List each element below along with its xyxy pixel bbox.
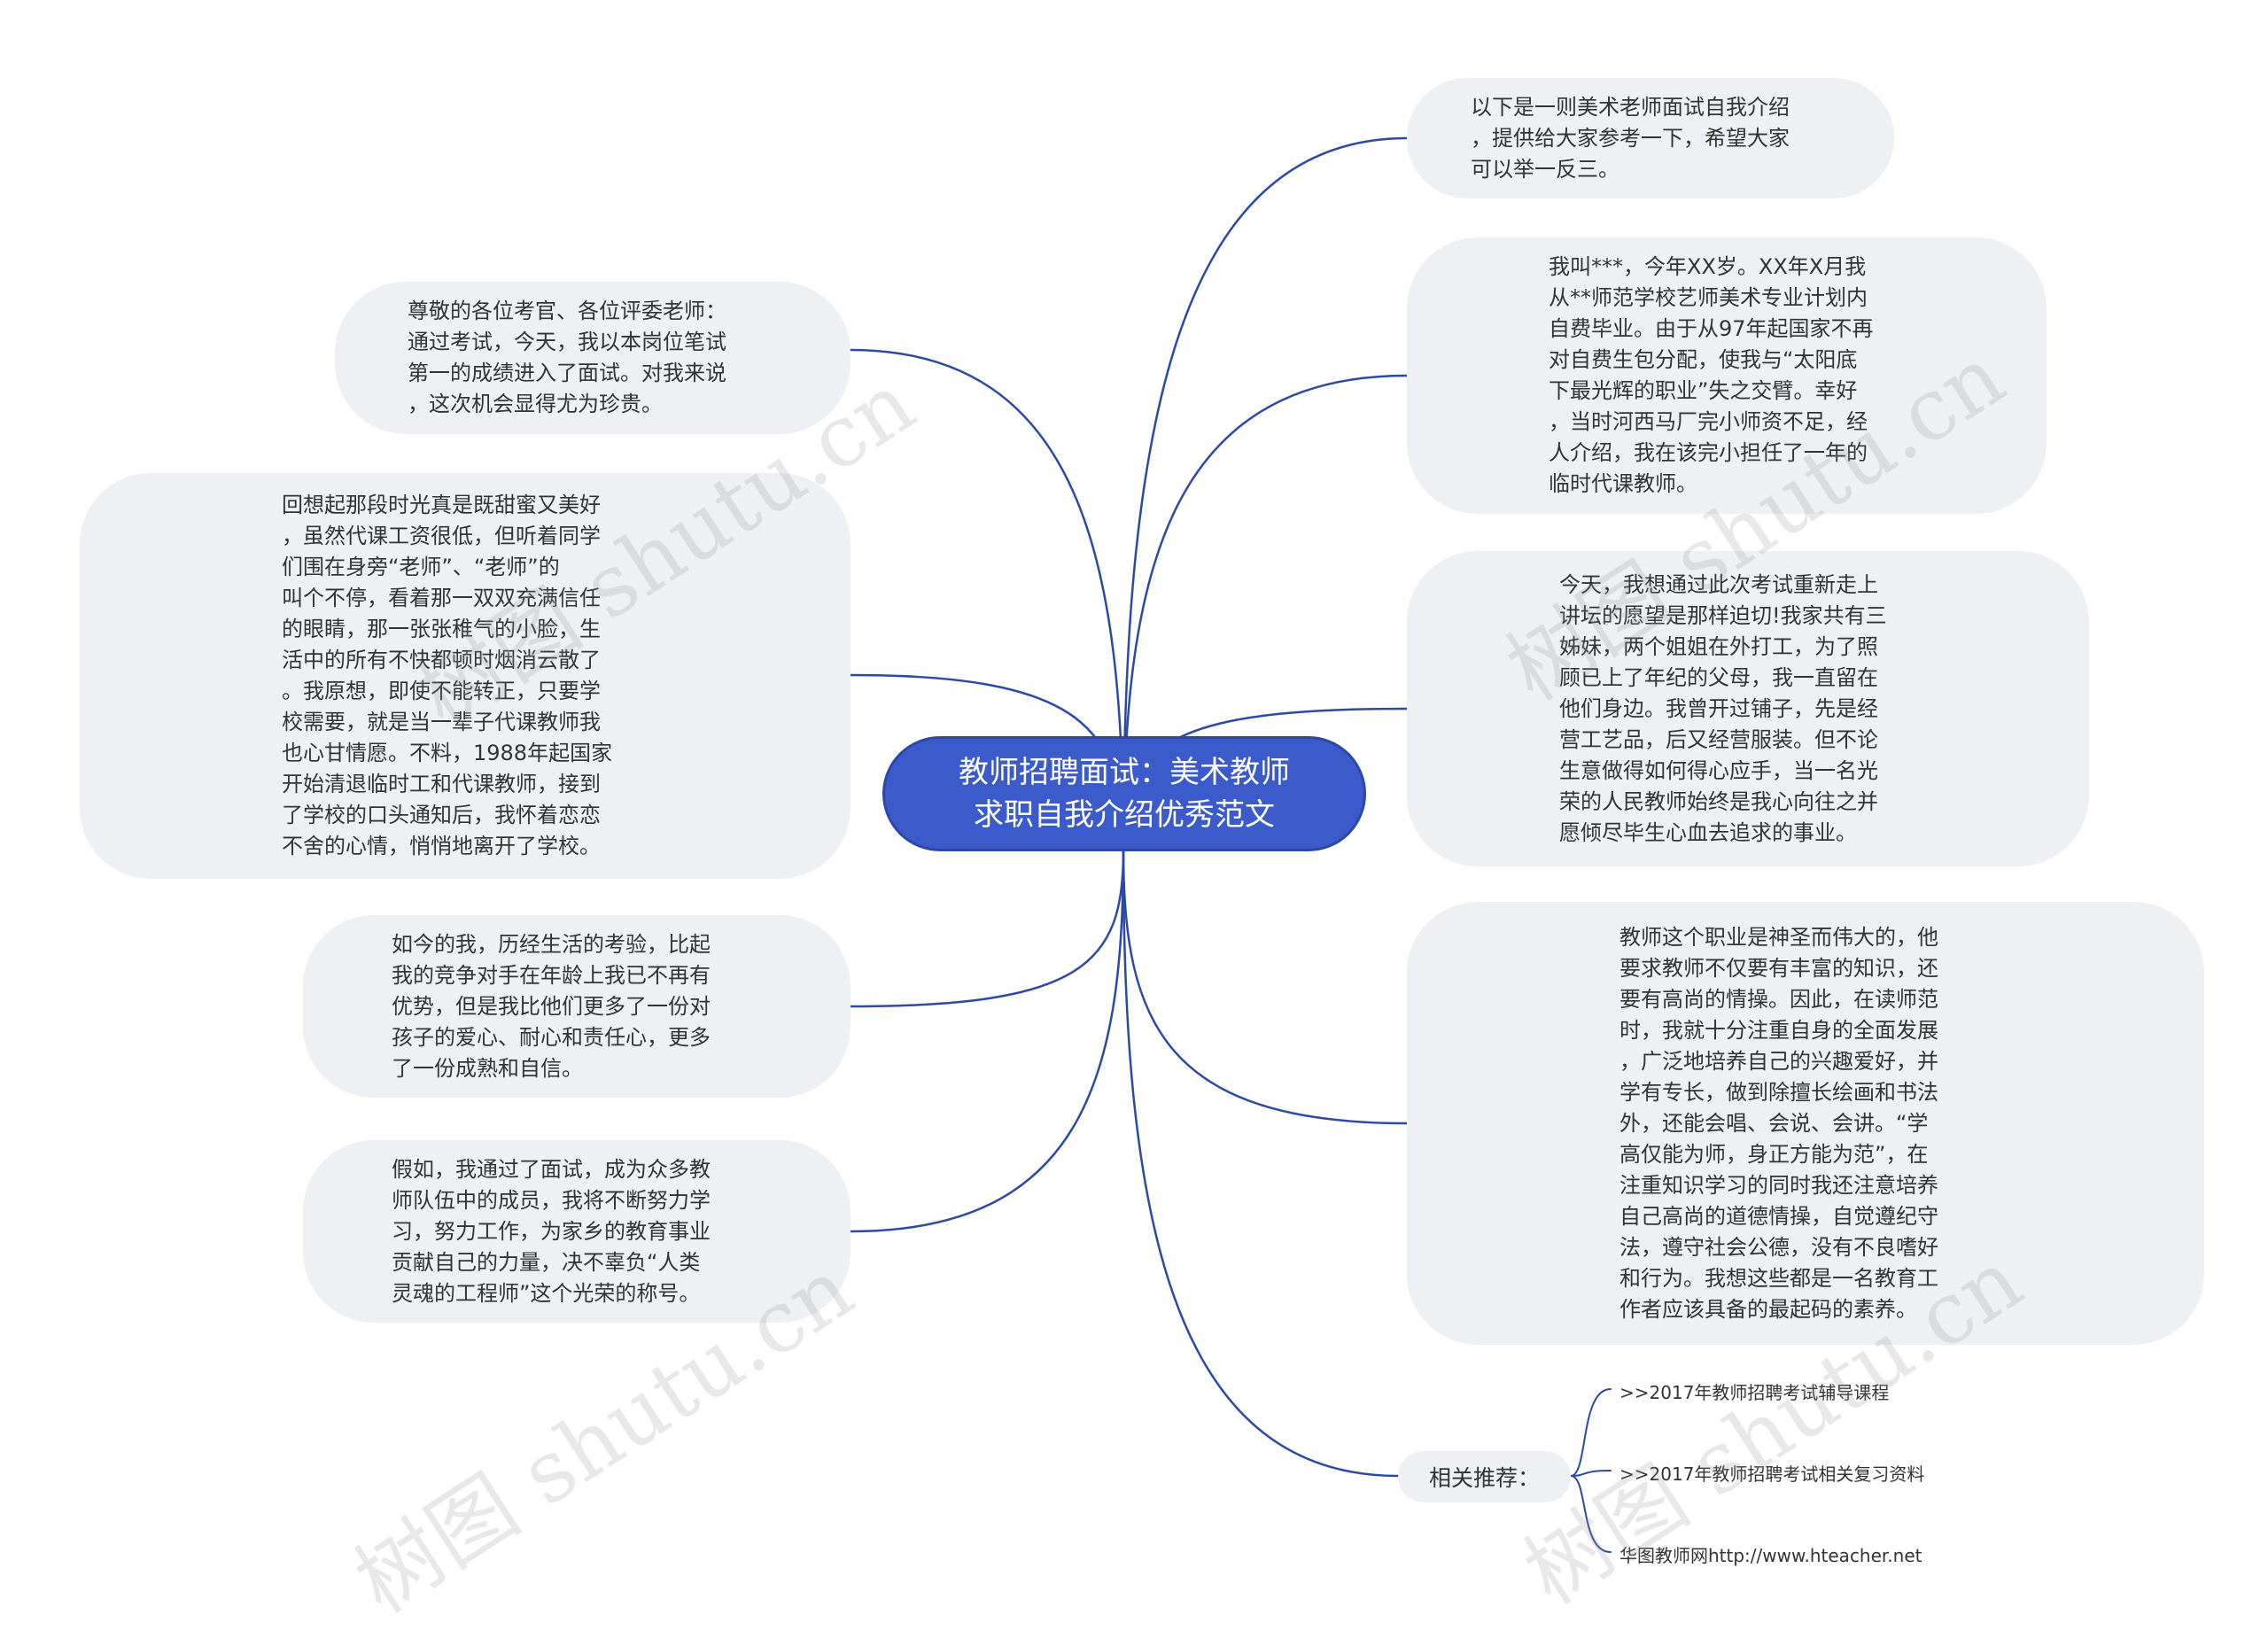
central-topic[interactable]: 教师招聘面试：美术教师 求职自我介绍优秀范文 bbox=[882, 736, 1366, 851]
edge-related-link-2 bbox=[1570, 1470, 1612, 1477]
left-node-present-text: 如今的我，历经生活的考验，比起 我的竞争对手在年龄上我已不再有 优势，但是我比他… bbox=[392, 931, 711, 1081]
related-link-materials[interactable]: >>2017年教师招聘考试相关复习资料 bbox=[1619, 1464, 1925, 1485]
left-node-greeting-text: 尊敬的各位考官、各位评委老师： 通过考试，今天，我以本岗位笔试 第一的成绩进入了… bbox=[408, 299, 726, 416]
edge-left-present bbox=[849, 850, 1125, 1008]
left-node-commitment[interactable]: 假如，我通过了面试，成为众多教 师队伍中的成员，我将不断努力学 习，努力工作，为… bbox=[303, 1140, 850, 1323]
right-node-aspiration[interactable]: 今天，我想通过此次考试重新走上 讲坛的愿望是那样迫切!我家共有三 姊妹，两个姐姐… bbox=[1407, 551, 2089, 866]
right-node-intro[interactable]: 以下是一则美术老师面试自我介绍 ，提供给大家参考一下，希望大家 可以举一反三。 bbox=[1407, 78, 1894, 198]
left-node-memories-text: 回想起那段时光真是既甜蜜又美好 ，虽然代课工资很低，但听着同学 们围在身旁“老师… bbox=[282, 493, 613, 858]
related-recommendations-label: 相关推荐： bbox=[1428, 1465, 1540, 1491]
left-node-commitment-text: 假如，我通过了面试，成为众多教 师队伍中的成员，我将不断努力学 习，努力工作，为… bbox=[392, 1156, 711, 1306]
edge-related-link-1 bbox=[1570, 1388, 1612, 1477]
right-node-aspiration-text: 今天，我想通过此次考试重新走上 讲坛的愿望是那样迫切!我家共有三 姊妹，两个姐姐… bbox=[1559, 571, 1887, 845]
edge-left-greeting bbox=[849, 348, 1125, 853]
related-link-website[interactable]: 华图教师网http://www.hteacher.net bbox=[1619, 1545, 1922, 1566]
right-node-profession-text: 教师这个职业是神圣而伟大的，他 要求教师不仅要有丰富的知识，还 要有高尚的情操。… bbox=[1619, 924, 1938, 1322]
left-node-memories[interactable]: 回想起那段时光真是既甜蜜又美好 ，虽然代课工资很低，但听着同学 们围在身旁“老师… bbox=[80, 473, 850, 879]
edge-left-commitment bbox=[849, 850, 1125, 1233]
left-node-present[interactable]: 如今的我，历经生活的考验，比起 我的竞争对手在年龄上我已不再有 优势，但是我比他… bbox=[303, 915, 850, 1098]
right-node-profession[interactable]: 教师这个职业是神圣而伟大的，他 要求教师不仅要有丰富的知识，还 要有高尚的情操。… bbox=[1407, 902, 2204, 1345]
edge-right-intro bbox=[1122, 136, 1409, 853]
edge-right-profession bbox=[1122, 850, 1409, 1125]
edge-right-related bbox=[1122, 850, 1400, 1478]
right-node-background-text: 我叫***，今年XX岁。XX年X月我 从**师范学校艺师美术专业计划内 自费毕业… bbox=[1549, 254, 1874, 496]
central-topic-label: 教师招聘面试：美术教师 求职自我介绍优秀范文 bbox=[959, 755, 1290, 833]
right-node-background[interactable]: 我叫***，今年XX岁。XX年X月我 从**师范学校艺师美术专业计划内 自费毕业… bbox=[1407, 237, 2047, 514]
related-link-course[interactable]: >>2017年教师招聘考试辅导课程 bbox=[1619, 1382, 1890, 1403]
right-node-intro-text: 以下是一则美术老师面试自我介绍 ，提供给大家参考一下，希望大家 可以举一反三。 bbox=[1471, 94, 1790, 182]
related-recommendations[interactable]: 相关推荐： bbox=[1398, 1451, 1571, 1502]
left-node-greeting[interactable]: 尊敬的各位考官、各位评委老师： 通过考试，今天，我以本岗位笔试 第一的成绩进入了… bbox=[335, 282, 850, 434]
edge-related-link-3 bbox=[1570, 1475, 1612, 1553]
